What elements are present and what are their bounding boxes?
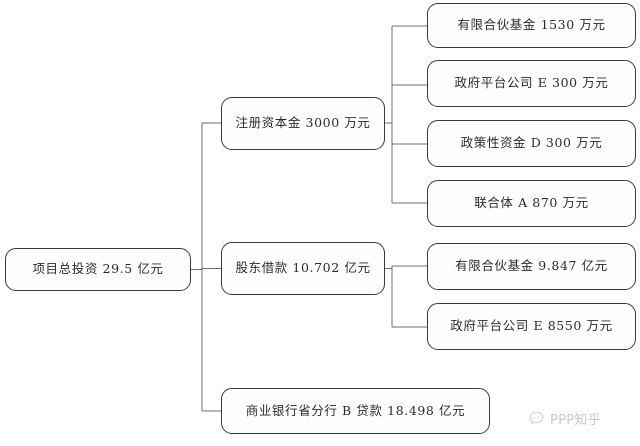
node-shareholder-loan-label: 股东借款 10.702 亿元	[235, 260, 371, 276]
node-lp-fund-1530[interactable]: 有限合伙基金 1530 万元	[427, 3, 636, 48]
node-lp-fund-9847-label: 有限合伙基金 9.847 亿元	[455, 258, 608, 274]
node-policy-fund-d-300[interactable]: 政策性资金 D 300 万元	[427, 120, 636, 167]
node-gov-platform-e-8550-label: 政府平台公司 E 8550 万元	[450, 318, 613, 334]
node-policy-fund-d-300-label: 政策性资金 D 300 万元	[460, 135, 603, 151]
node-bank-loan[interactable]: 商业银行省分行 B 贷款 18.498 亿元	[221, 388, 490, 434]
node-gov-platform-e-300[interactable]: 政府平台公司 E 300 万元	[427, 60, 636, 107]
node-total-investment[interactable]: 项目总投资 29.5 亿元	[5, 248, 191, 291]
node-consortium-a-870-label: 联合体 A 870 万元	[474, 195, 589, 211]
node-lp-fund-1530-label: 有限合伙基金 1530 万元	[457, 17, 606, 33]
watermark-label: PPP知乎	[550, 413, 602, 428]
node-bank-loan-label: 商业银行省分行 B 贷款 18.498 亿元	[245, 402, 466, 418]
chat-bubble-icon	[529, 411, 544, 425]
node-registered-capital-label: 注册资本金 3000 万元	[235, 115, 371, 131]
node-total-investment-label: 项目总投资 29.5 亿元	[32, 261, 164, 277]
node-registered-capital[interactable]: 注册资本金 3000 万元	[221, 97, 385, 150]
node-lp-fund-9847[interactable]: 有限合伙基金 9.847 亿元	[427, 243, 636, 290]
node-consortium-a-870[interactable]: 联合体 A 870 万元	[427, 180, 636, 227]
node-shareholder-loan[interactable]: 股东借款 10.702 亿元	[221, 242, 385, 295]
watermark: PPP知乎	[528, 409, 601, 428]
node-gov-platform-e-8550[interactable]: 政府平台公司 E 8550 万元	[427, 303, 636, 350]
node-gov-platform-e-300-label: 政府平台公司 E 300 万元	[454, 75, 609, 91]
